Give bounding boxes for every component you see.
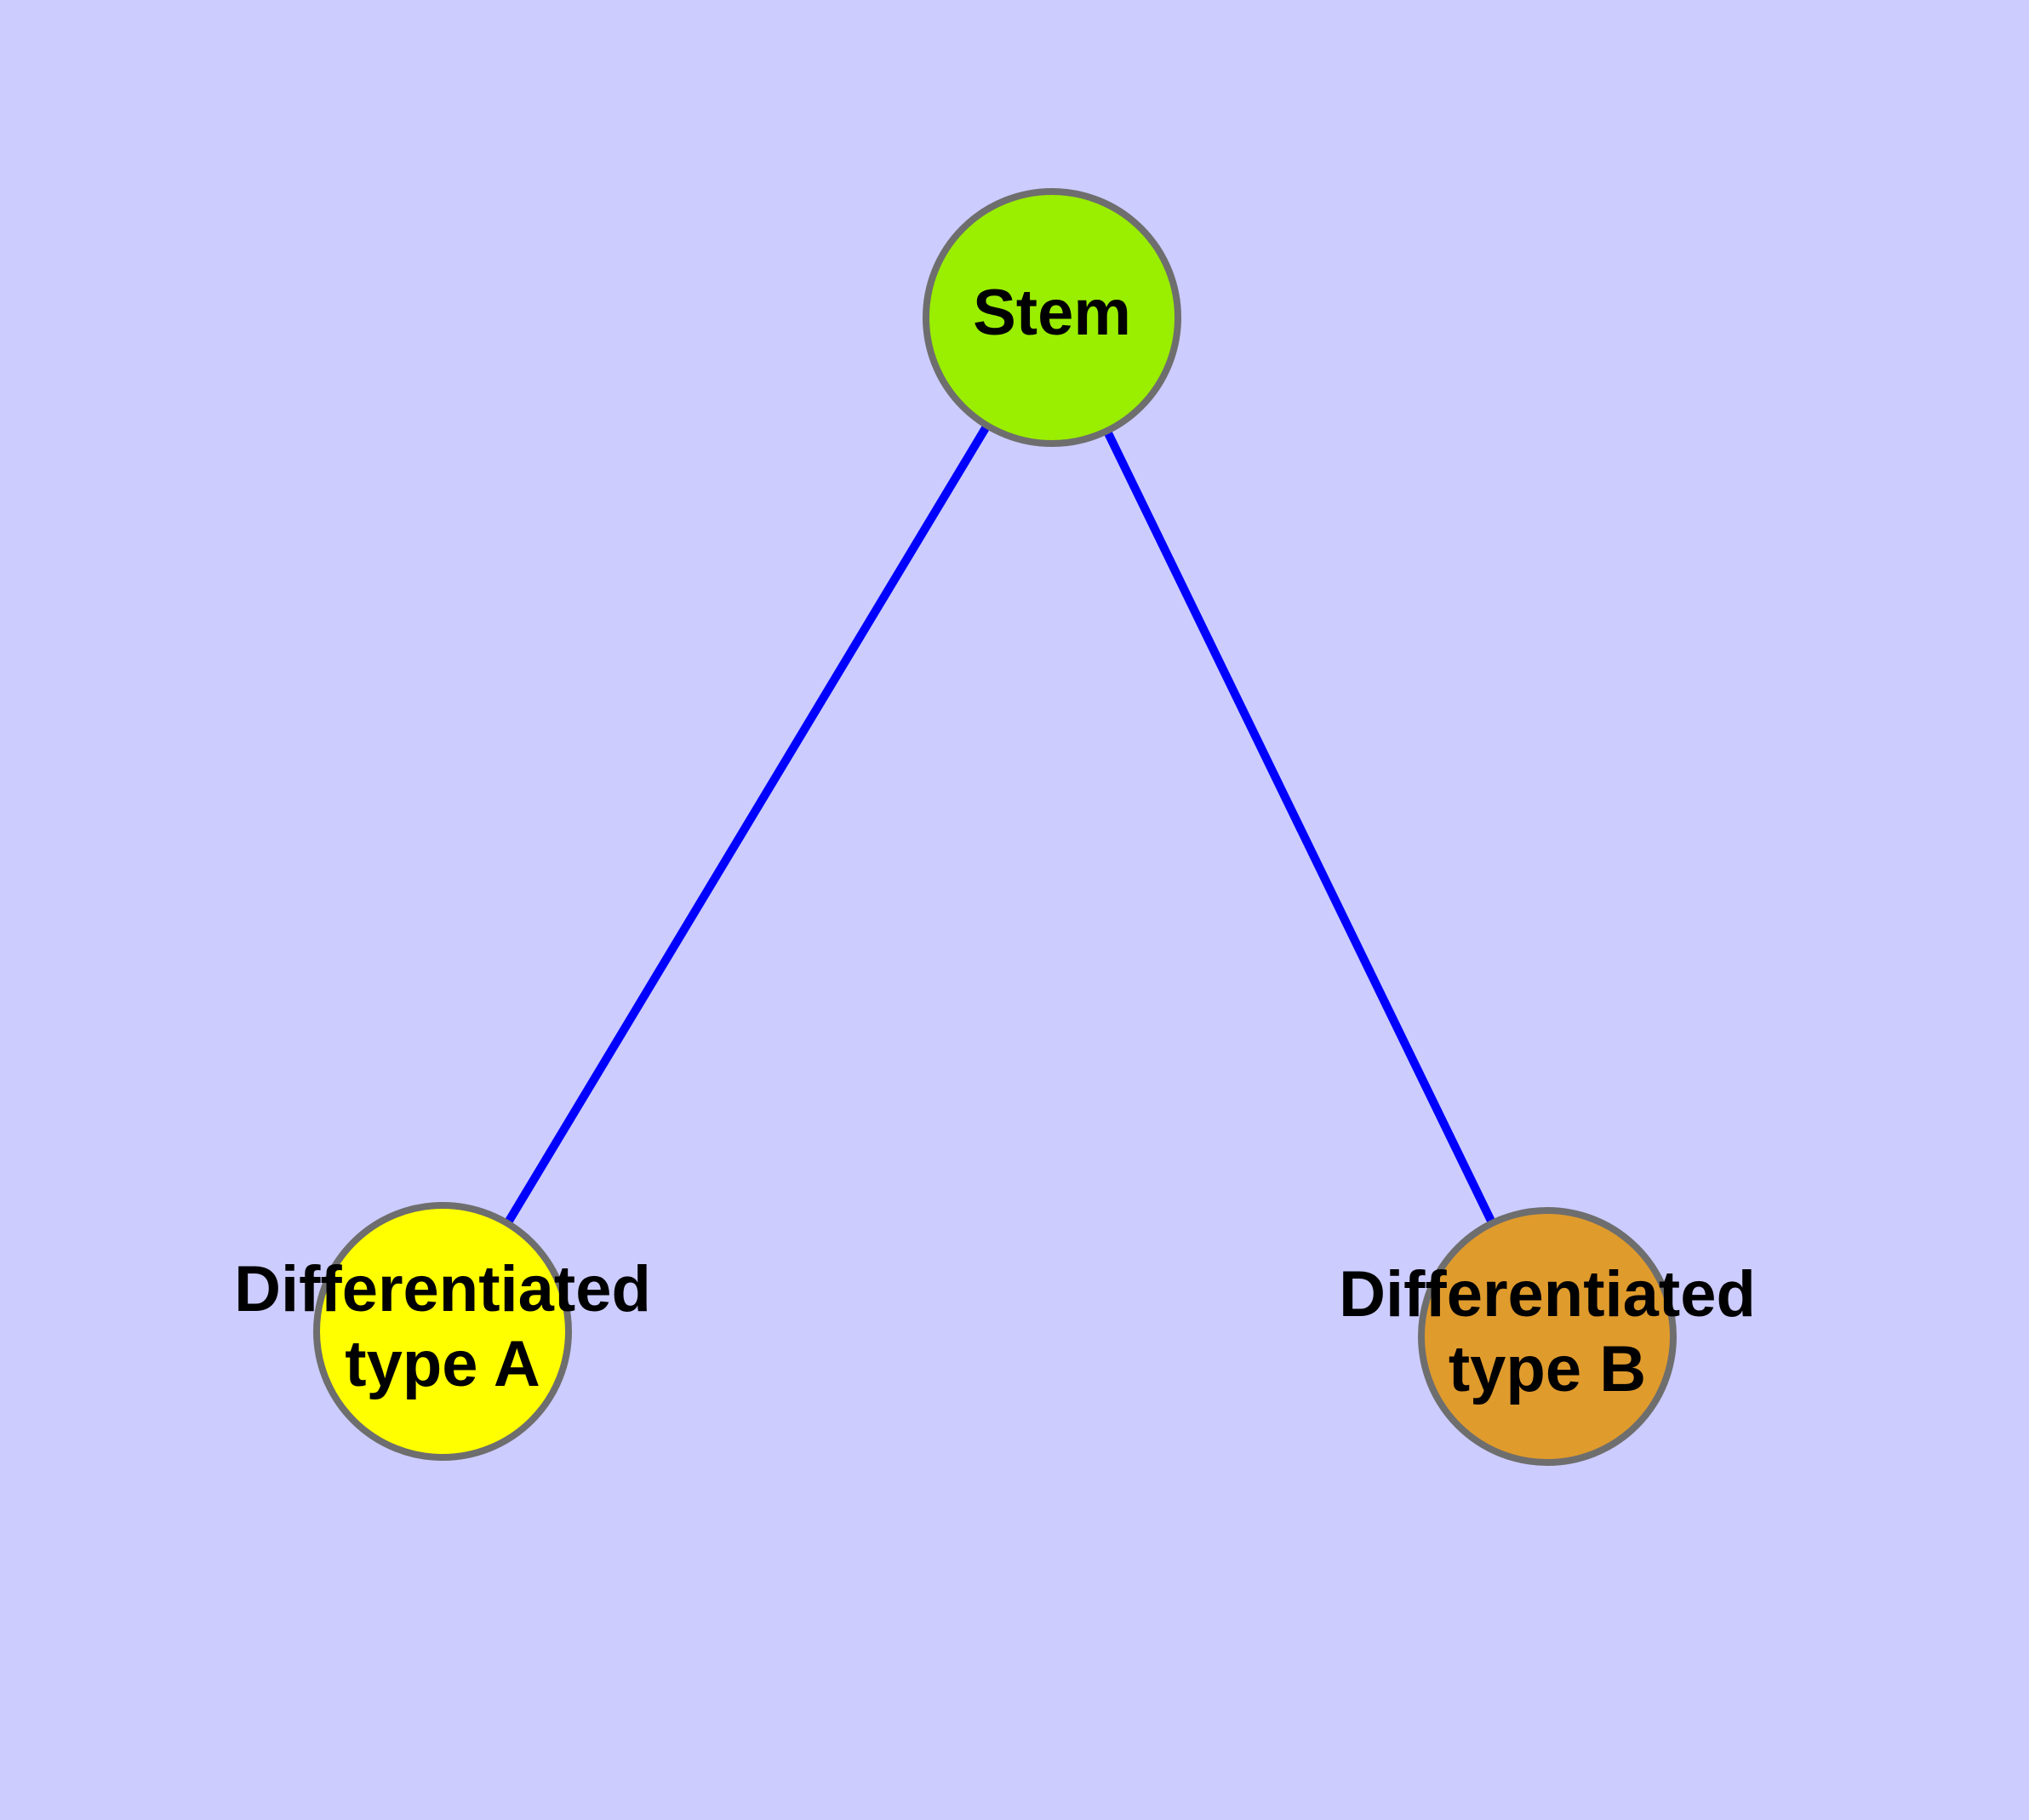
edge-stem-to-a[interactable] [438, 315, 1056, 1334]
node-diff_b[interactable] [1418, 1207, 1677, 1466]
node-diff_a[interactable] [313, 1202, 572, 1461]
nodes-group [313, 188, 1677, 1466]
edges-group [438, 315, 1552, 1339]
node-label-stem: Stem [973, 277, 1131, 349]
node-label-line: type A [345, 1328, 540, 1400]
edge-stem-to-b[interactable] [1048, 315, 1552, 1339]
node-label-line: type B [1449, 1333, 1646, 1405]
node-label-line: Differentiated [1339, 1258, 1756, 1331]
node-label-line: Differentiated [234, 1253, 651, 1325]
node-label-line: Stem [973, 277, 1131, 349]
node-stem[interactable] [923, 188, 1181, 447]
